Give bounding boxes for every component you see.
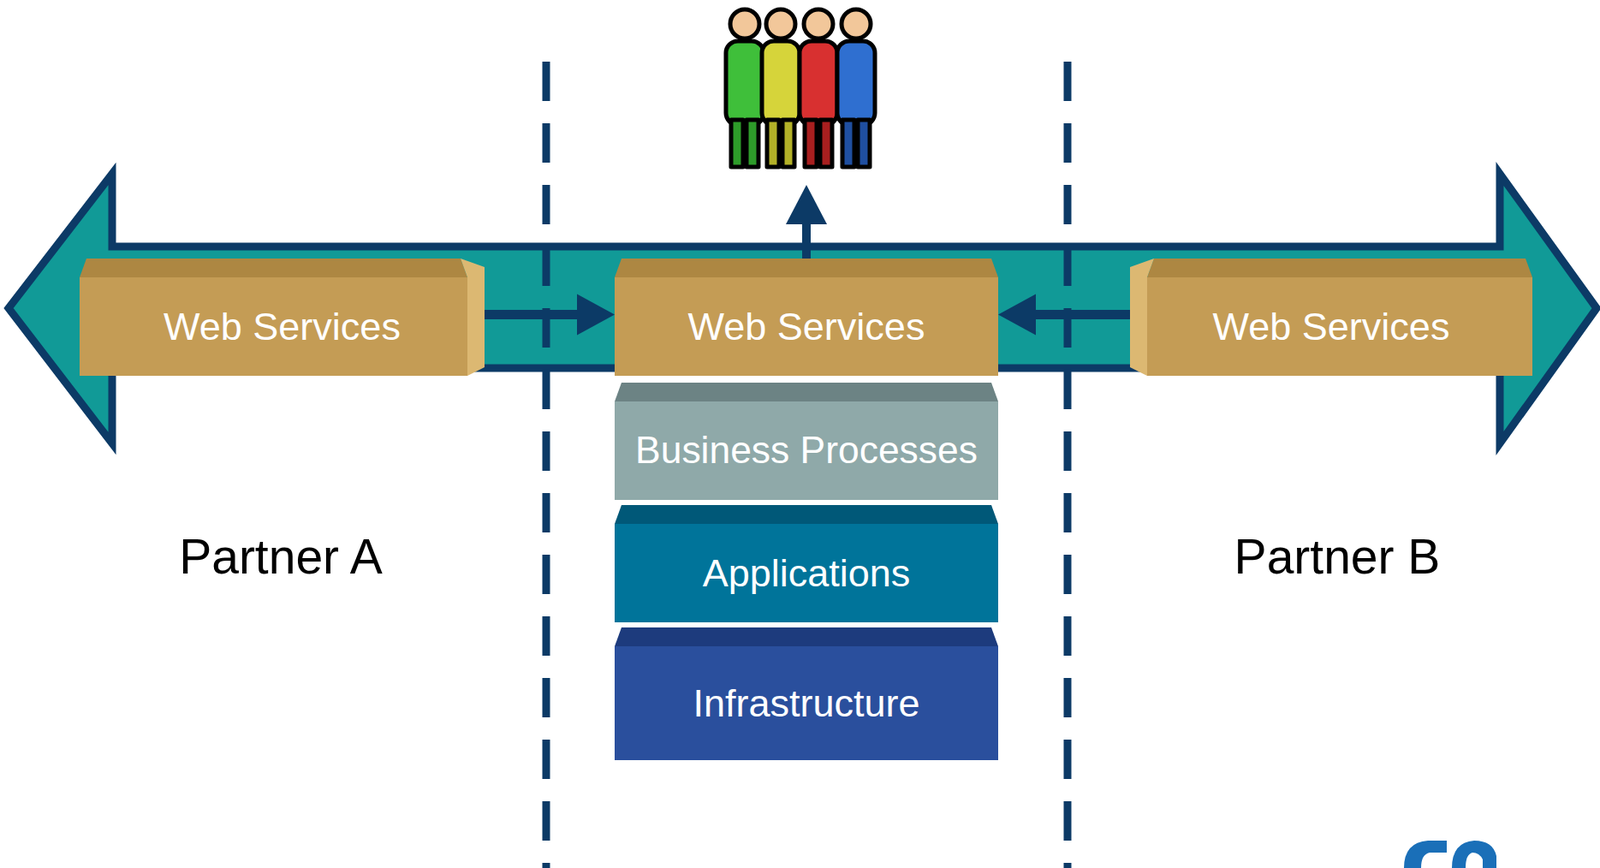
box-top	[614, 505, 999, 524]
flow-arrow	[484, 294, 615, 336]
box-side	[460, 258, 485, 376]
arrow-shaft	[1032, 309, 1131, 320]
partner-label: Partner A	[178, 528, 383, 585]
users-icon	[725, 9, 875, 167]
box-face	[79, 277, 468, 376]
arrow-head	[998, 294, 1036, 336]
boundary-dash	[1064, 61, 1072, 868]
service-box: Web Services	[614, 258, 999, 376]
box-face	[1147, 277, 1533, 376]
box-label: Web Services	[688, 305, 926, 349]
service-box: Web Services	[79, 258, 485, 376]
boundary-dash	[542, 61, 551, 868]
box-label: Web Services	[163, 305, 401, 349]
service-box: Web Services	[1130, 258, 1533, 376]
up-arrow-head	[785, 184, 827, 225]
layer-box: Business Processes	[614, 382, 999, 500]
flow-arrow	[998, 294, 1131, 336]
layer-box: Applications	[614, 505, 999, 623]
box-top	[614, 627, 999, 647]
layer-box: Infrastructure	[614, 627, 999, 761]
arrow-head	[576, 294, 615, 336]
box-face	[614, 401, 999, 500]
box-top	[79, 258, 468, 278]
box-top	[614, 382, 999, 402]
box-label: Applications	[702, 552, 911, 595]
box-label: Web Services	[1213, 305, 1451, 349]
partner-label: Partner B	[1234, 528, 1441, 585]
arrow-shaft	[484, 309, 581, 320]
logo-fragment	[1403, 840, 1497, 868]
box-top	[614, 258, 999, 278]
box-face	[614, 277, 999, 376]
box-face	[614, 523, 999, 623]
box-face	[614, 646, 999, 761]
box-side	[1130, 258, 1154, 376]
box-label: Business Processes	[635, 429, 978, 472]
box-label: Infrastructure	[692, 682, 920, 726]
box-top	[1147, 258, 1533, 278]
